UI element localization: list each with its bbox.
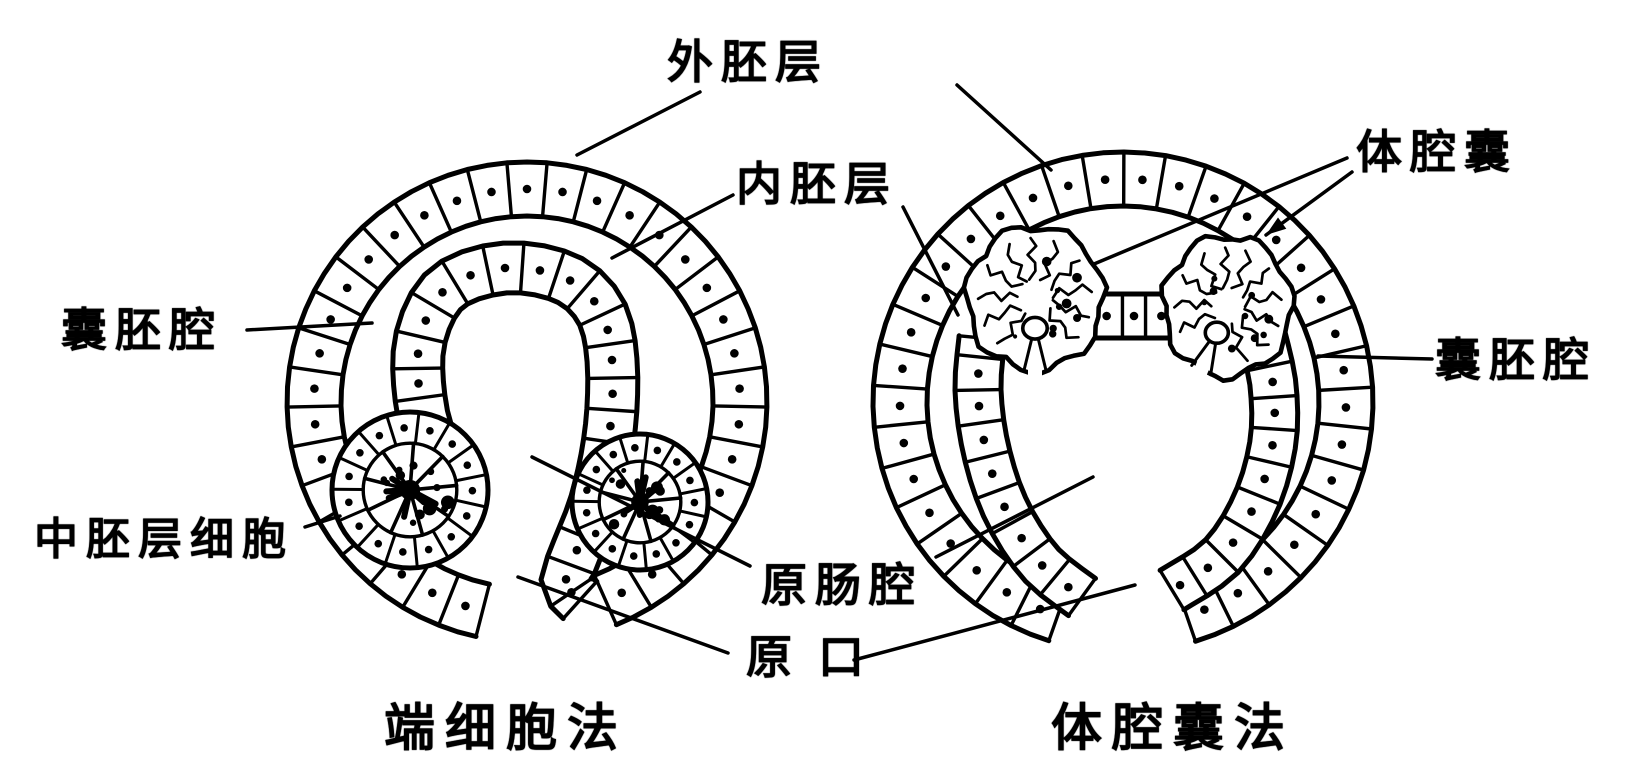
label-blastocoel-right: 囊胚腔 (1435, 333, 1597, 387)
right-embryo-drawing (870, 149, 1376, 644)
caption-enterocoel-method: 体腔囊法 (1050, 699, 1296, 759)
label-archenteron: 原肠腔 (761, 558, 923, 612)
label-blastocoel-left: 囊胚腔 (61, 303, 223, 357)
label-blastopore: 原口 (746, 630, 890, 684)
label-ectoderm: 外胚层 (667, 35, 829, 89)
label-endoderm: 内胚层 (736, 157, 898, 211)
label-coelomic-sac: 体腔囊 (1356, 125, 1518, 179)
label-mesoderm-cells: 中胚层细胞 (34, 514, 294, 565)
left-embryo-drawing (284, 159, 770, 639)
leader-lines (245, 83, 1434, 662)
caption-teloblast-method: 端细胞法 (383, 699, 629, 759)
